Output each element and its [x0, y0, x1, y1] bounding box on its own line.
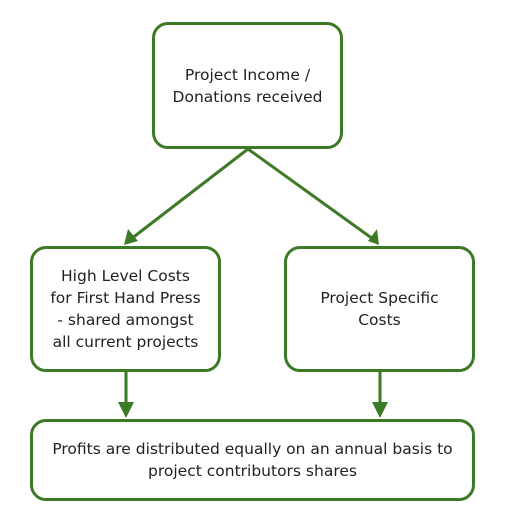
arrow-income-to-specific	[247, 147, 374, 241]
node-high-level-costs: High Level Costs for First Hand Press - …	[30, 246, 221, 372]
node-profits-distributed-line-2: project contributors shares	[148, 462, 357, 480]
arrowhead-high-level-profits	[118, 402, 134, 418]
node-high-level-costs-text: High Level Costs for First Hand Press - …	[50, 265, 200, 353]
arrowhead-high-level	[124, 229, 138, 245]
node-profits-distributed-text: Profits are distributed equally on an an…	[52, 438, 452, 482]
node-project-specific-costs-line-1: Project Specific	[320, 289, 439, 307]
node-project-income-line-2: Donations received	[172, 87, 323, 106]
arrowhead-specific	[368, 229, 379, 245]
node-high-level-costs-line-3: - shared amongst	[57, 311, 194, 329]
arrow-income-to-high-level	[130, 147, 249, 241]
node-high-level-costs-line-4: all current projects	[52, 333, 199, 351]
arrowhead-specific-profits	[372, 402, 388, 418]
node-project-income-text: Project Income / Donations received	[173, 64, 323, 108]
node-profits-distributed-line-1: Profits are distributed equally on an an…	[52, 440, 453, 458]
node-project-income: Project Income / Donations received	[152, 22, 343, 149]
node-high-level-costs-line-1: High Level Costs	[61, 267, 190, 285]
node-project-specific-costs-text: Project Specific Costs	[320, 287, 438, 331]
node-project-income-line-1: Project Income /	[184, 65, 311, 84]
node-project-specific-costs: Project Specific Costs	[284, 246, 475, 372]
node-high-level-costs-line-2: for First Hand Press	[50, 289, 201, 307]
node-profits-distributed: Profits are distributed equally on an an…	[30, 419, 475, 501]
node-project-specific-costs-line-2: Costs	[358, 311, 401, 329]
